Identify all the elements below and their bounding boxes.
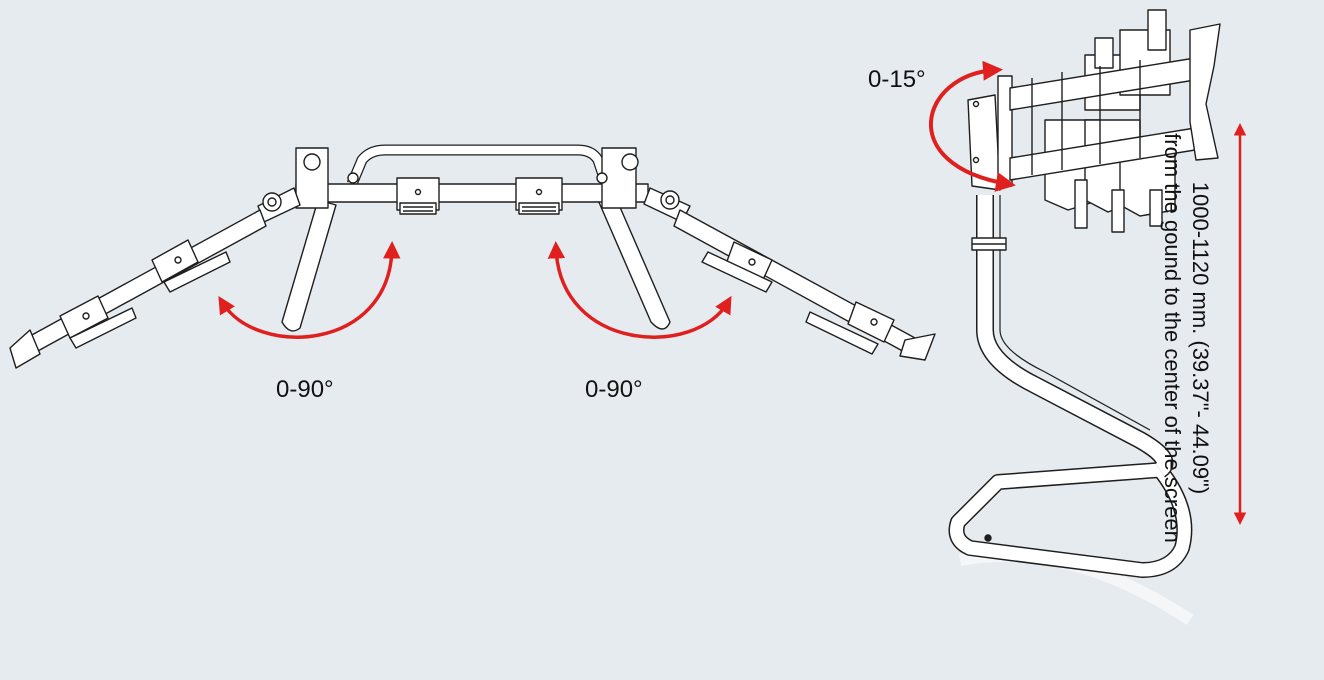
right-arm — [643, 187, 936, 361]
height-range-line2: from the gound to the center of the scre… — [1160, 133, 1185, 543]
left-swivel-label: 0-90° — [276, 376, 334, 403]
height-range-label: 1000-1120 mm. (39.37"- 44.09") from the … — [1158, 133, 1214, 543]
swivel-arrows — [218, 241, 732, 339]
front-left-leg — [281, 199, 337, 332]
center-clamp-right — [515, 177, 563, 215]
side-view-stand — [948, 9, 1221, 625]
front-right-leg — [597, 197, 671, 330]
center-clamp-left — [396, 177, 440, 215]
tilt-arrow — [928, 60, 1016, 192]
left-arm — [9, 187, 301, 369]
right-swivel-label: 0-90° — [585, 376, 643, 403]
front-view-bracket — [9, 144, 936, 369]
right-swivel-arrow — [547, 241, 732, 339]
front-main-bar — [295, 183, 649, 203]
height-range-line1: 1000-1120 mm. (39.37"- 44.09") — [1188, 181, 1213, 495]
side-monitor-mount — [967, 9, 1221, 233]
tilt-angle-label: 0-15° — [868, 66, 926, 93]
left-swivel-arrow — [218, 241, 401, 339]
